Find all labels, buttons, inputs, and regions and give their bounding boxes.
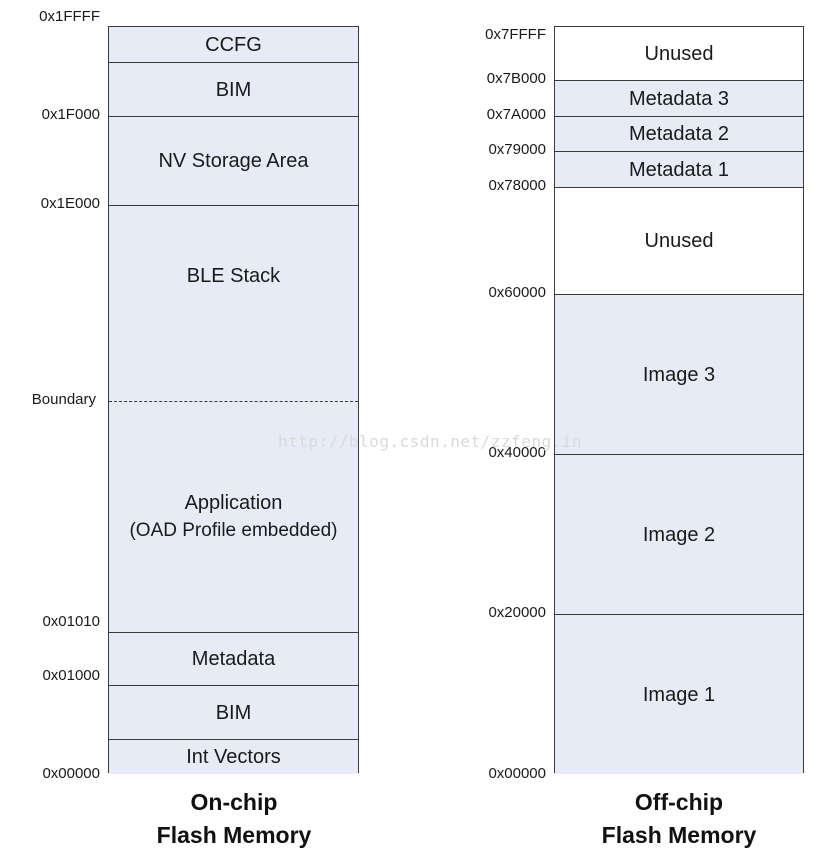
offchip-address-label: 0x78000 bbox=[488, 177, 546, 194]
offchip-region-image-3: Image 3 bbox=[555, 294, 803, 454]
offchip-caption: Off-chip Flash Memory bbox=[549, 786, 809, 852]
region-label: CCFG bbox=[205, 33, 262, 56]
region-label: Metadata 2 bbox=[628, 123, 730, 145]
region-label: Metadata bbox=[191, 648, 276, 670]
region-label: BIM bbox=[215, 78, 252, 101]
offchip-region-metadata-2: Metadata 2 bbox=[555, 116, 803, 151]
offchip-region-image-2: Image 2 bbox=[555, 454, 803, 614]
onchip-address-label: 0x1F000 bbox=[41, 106, 100, 123]
onchip-caption: On-chip Flash Memory bbox=[104, 786, 364, 852]
region-label: Unused bbox=[644, 230, 714, 252]
offchip-address-label: 0x79000 bbox=[488, 141, 546, 158]
caption-line: Off-chip bbox=[634, 789, 724, 815]
offchip-address-label: 0x60000 bbox=[488, 284, 546, 301]
onchip-region-nv-storage: NV Storage Area bbox=[109, 116, 358, 205]
onchip-region-application: Application (OAD Profile embedded) bbox=[109, 401, 358, 632]
region-label: Metadata 1 bbox=[628, 158, 730, 181]
offchip-memory-map: Unused Metadata 3 Metadata 2 Metadata 1 … bbox=[554, 26, 804, 774]
offchip-address-label: 0x7A000 bbox=[486, 106, 546, 123]
region-label: Image 1 bbox=[642, 683, 716, 706]
onchip-memory-map: CCFG BIM NV Storage Area BLE Stack Appli… bbox=[108, 26, 359, 774]
watermark-text: http://blog.csdn.net/zzfeng.in bbox=[278, 432, 582, 451]
offchip-address-label: 0x00000 bbox=[488, 765, 546, 782]
caption-line: On-chip bbox=[190, 789, 278, 815]
region-label: BIM bbox=[215, 701, 252, 724]
offchip-address-label: 0x7FFFF bbox=[485, 26, 546, 43]
onchip-region-metadata: Metadata bbox=[109, 632, 358, 685]
onchip-address-label: 0x01000 bbox=[42, 667, 100, 684]
onchip-address-label: Boundary bbox=[31, 391, 96, 408]
caption-line: Flash Memory bbox=[601, 822, 757, 848]
onchip-region-ccfg: CCFG bbox=[109, 27, 358, 62]
region-label: Metadata 3 bbox=[628, 87, 730, 110]
offchip-region-unused-middle: Unused bbox=[555, 187, 803, 294]
onchip-region-bim-bottom: BIM bbox=[109, 685, 358, 739]
onchip-address-label: 0x1FFFF bbox=[39, 8, 100, 25]
region-label: Image 2 bbox=[642, 523, 716, 546]
region-sublabel: (OAD Profile embedded) bbox=[129, 519, 338, 541]
region-label: Unused bbox=[644, 42, 714, 65]
offchip-address-label: 0x40000 bbox=[488, 444, 546, 461]
region-label: Int Vectors bbox=[186, 746, 281, 768]
offchip-region-metadata-1: Metadata 1 bbox=[555, 151, 803, 187]
region-label: Application bbox=[184, 491, 283, 514]
offchip-region-metadata-3: Metadata 3 bbox=[555, 80, 803, 116]
offchip-address-label: 0x20000 bbox=[488, 604, 546, 621]
offchip-address-label: 0x7B000 bbox=[486, 70, 546, 87]
onchip-address-label: 0x1E000 bbox=[40, 195, 100, 212]
onchip-region-ble-stack: BLE Stack bbox=[109, 205, 358, 401]
onchip-address-label: 0x00000 bbox=[42, 765, 100, 782]
offchip-region-unused-top: Unused bbox=[555, 27, 803, 80]
onchip-region-int-vectors: Int Vectors bbox=[109, 739, 358, 774]
caption-line: Flash Memory bbox=[156, 822, 312, 848]
onchip-region-bim-top: BIM bbox=[109, 62, 358, 116]
region-label: BLE Stack bbox=[186, 265, 281, 287]
region-label: NV Storage Area bbox=[158, 150, 309, 172]
onchip-address-label: 0x01010 bbox=[42, 613, 100, 630]
offchip-region-image-1: Image 1 bbox=[555, 614, 803, 774]
boundary-divider bbox=[109, 401, 358, 402]
region-label: Image 3 bbox=[642, 363, 716, 386]
